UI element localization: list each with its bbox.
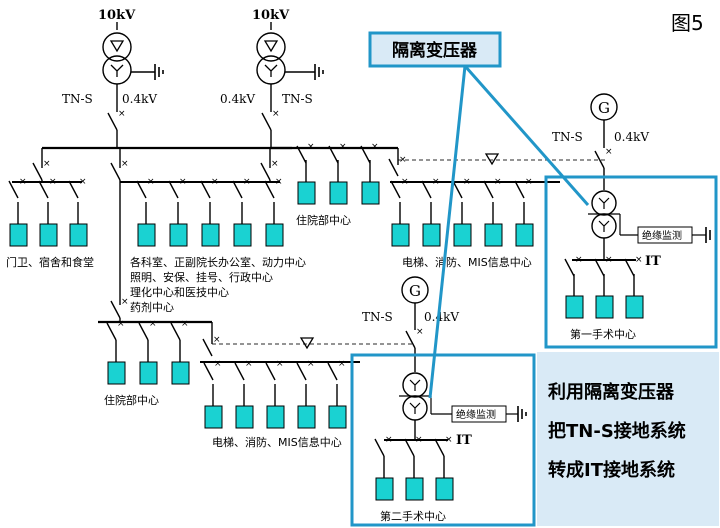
callout-box [368, 31, 502, 68]
note-line-3: 转成IT接地系统 [548, 459, 675, 481]
isolation-transformer-2: 绝缘监测 [399, 372, 527, 423]
elevator-top-label: 电梯、消防、MIS信息中心 [402, 255, 532, 269]
callout-leader-1 [463, 65, 590, 206]
transformer-2-hv-label: 10kV [252, 8, 290, 23]
callout-leader-2 [428, 65, 467, 399]
transformer-2-system-label: TN-S [282, 92, 313, 106]
note-panel [537, 352, 719, 526]
or2-frame [350, 353, 536, 527]
transformer-1-lv-label: 0.4kV [122, 92, 157, 106]
it-label-2: IT [456, 433, 472, 448]
or1-loads [564, 254, 644, 319]
transformer-1: 10kV TN-S 0.4kV [62, 8, 164, 148]
elevator-bottom-label: 电梯、消防、MIS信息中心 [212, 435, 342, 449]
note-line-1: 利用隔离变压器 [548, 381, 675, 403]
isolation-transformer-1: 绝缘监测 [588, 190, 711, 244]
generator-2-symbol: G [409, 282, 421, 300]
or1-frame [544, 175, 718, 349]
callout-label: 隔离变压器 [392, 40, 478, 61]
gate-dorm-loads [8, 176, 88, 247]
generator-2-system-label: TN-S [362, 310, 393, 324]
elevator-top-loads [390, 176, 534, 247]
or1-label: 第一手术中心 [570, 327, 636, 341]
generator-1-system-label: TN-S [552, 130, 583, 144]
inpatient-top-loads [296, 141, 380, 205]
generator-2-lv-label: 0.4kV [424, 310, 459, 324]
it-label-1: IT [645, 254, 661, 269]
monitor-1-label: 绝缘监测 [642, 229, 682, 242]
gate-dorm-label: 门卫、宿舍和食堂 [6, 255, 94, 269]
monitor-2-label: 绝缘监测 [456, 408, 496, 421]
generator-2: G TN-S 0.4kV [362, 276, 459, 372]
inpatient-bottom-loads [106, 318, 190, 385]
inpatient-top-label: 住院部中心 [296, 213, 351, 227]
figure-label: 图5 [671, 11, 704, 35]
dept-label-3: 理化中心和医技中心 [130, 285, 229, 299]
dept-label-1: 各科室、正副院长办公室、动力中心 [130, 255, 306, 269]
inpatient-bottom-label: 住院部中心 [104, 393, 159, 407]
generator-1-lv-label: 0.4kV [614, 130, 649, 144]
transformer-1-system-label: TN-S [62, 92, 93, 106]
dept-loads [136, 176, 284, 247]
or2-label: 第二手术中心 [380, 509, 446, 523]
elevator-bottom-loads [203, 358, 347, 429]
transformer-2-lv-label: 0.4kV [220, 92, 255, 106]
note-line-2: 把TN-S接地系统 [548, 420, 686, 442]
dept-label-2: 照明、安保、挂号、行政中心 [130, 270, 273, 284]
generator-1: G TN-S 0.4kV [552, 93, 649, 190]
transformer-1-hv-label: 10kV [98, 8, 136, 23]
main-bus-1-feeders [32, 148, 280, 182]
generator-1-symbol: G [598, 99, 610, 117]
transformer-2: 10kV 0.4kV TN-S [220, 8, 324, 148]
or2-loads [374, 434, 454, 501]
dept-label-4: 药剂中心 [130, 300, 174, 314]
